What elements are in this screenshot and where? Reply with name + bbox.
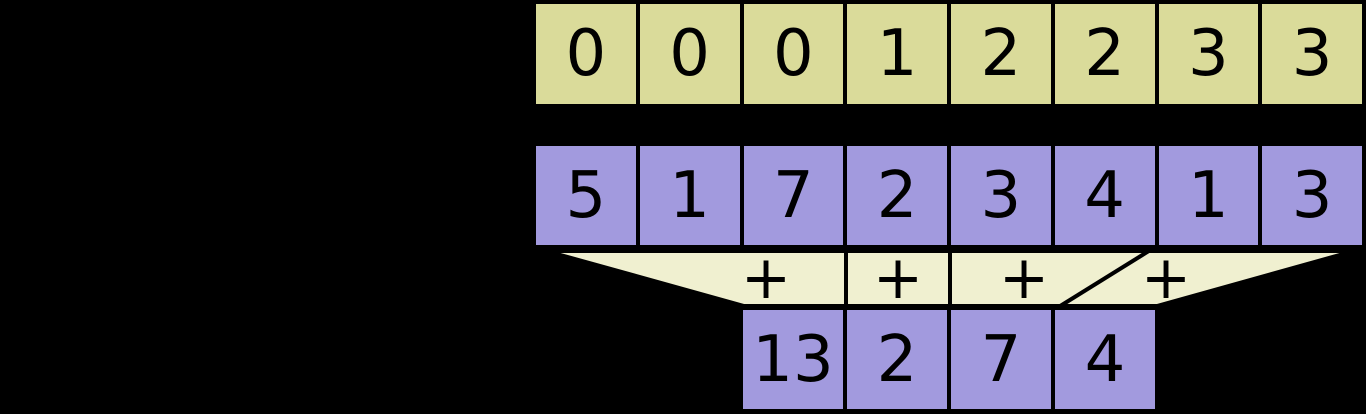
sum-cell: 13 [743, 310, 843, 409]
key-cell: 2 [951, 4, 1051, 104]
keys-row: 0 0 0 1 2 2 3 3 [536, 4, 1362, 104]
plus-operator: + [998, 243, 1050, 313]
sums-row: 13 2 7 4 [743, 310, 1155, 409]
value-cell: 4 [1054, 146, 1155, 245]
plus-operator: + [872, 243, 924, 313]
sum-cell: 4 [1055, 310, 1155, 409]
key-cell: 3 [1158, 4, 1259, 104]
value-cell: 1 [639, 146, 740, 245]
sum-cell: 2 [847, 310, 947, 409]
value-cell: 1 [1158, 146, 1259, 245]
key-cell: 0 [536, 4, 636, 104]
segment-divider-diagonal [1055, 247, 1154, 310]
plus-operator: + [740, 243, 792, 313]
value-cell: 3 [1262, 146, 1362, 245]
values-row: 5 1 7 2 3 4 1 3 [536, 146, 1362, 245]
key-cell: 3 [1262, 4, 1362, 104]
sum-cell: 7 [951, 310, 1051, 409]
key-cell: 1 [847, 4, 947, 104]
value-cell: 5 [536, 146, 636, 245]
value-cell: 2 [847, 146, 947, 245]
key-cell: 2 [1054, 4, 1155, 104]
value-cell: 7 [743, 146, 844, 245]
key-cell: 0 [639, 4, 740, 104]
key-cell: 0 [743, 4, 844, 104]
plus-operator: + [1140, 243, 1192, 313]
value-cell: 3 [951, 146, 1051, 245]
